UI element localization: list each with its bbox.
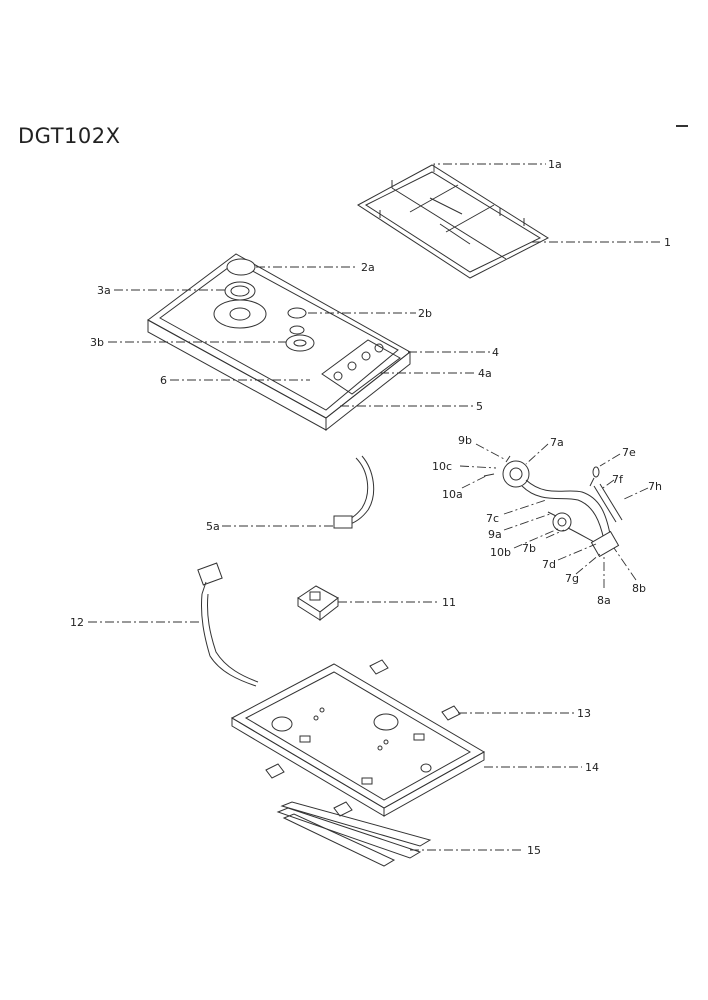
label-10c: 10c [432,460,452,473]
label-4: 4 [492,346,499,359]
label-8b: 8b [632,582,646,595]
label-7g: 7g [565,572,579,585]
diagram-title: DGT102X [18,124,121,148]
label-9b: 9b [458,434,472,447]
label-12: 12 [70,616,84,629]
label-1a: 1a [548,158,562,171]
leader-lines [88,163,662,851]
seal-strip [276,801,432,867]
base-frame [230,663,486,817]
label-14: 14 [585,761,599,774]
label-7d: 7d [542,558,556,571]
label-7c: 7c [486,512,499,525]
ignition-generator [297,585,339,622]
fixing-clips [265,659,461,817]
thermocouple-wire [333,455,375,529]
gas-valve-assembly [483,455,623,558]
mains-cable [197,562,259,687]
pan-support-grid [357,164,550,279]
label-3b: 3b [90,336,104,349]
label-7e: 7e [622,446,636,459]
label-2a: 2a [361,261,375,274]
label-7a: 7a [550,436,564,449]
label-5a: 5a [206,520,220,533]
label-15: 15 [527,844,541,857]
label-7h: 7h [648,480,662,493]
label-8a: 8a [597,594,611,607]
label-9a: 9a [488,528,502,541]
label-6: 6 [160,374,167,387]
label-5: 5 [476,400,483,413]
label-4a: 4a [478,367,492,380]
label-11: 11 [442,596,456,609]
label-13: 13 [577,707,591,720]
label-7b: 7b [522,542,536,555]
label-10a: 10a [442,488,463,501]
label-1: 1 [664,236,671,249]
label-3a: 3a [97,284,111,297]
label-2b: 2b [418,307,432,320]
corner-dash-mark [676,125,688,127]
label-7f: 7f [612,473,624,486]
label-10b: 10b [490,546,511,559]
